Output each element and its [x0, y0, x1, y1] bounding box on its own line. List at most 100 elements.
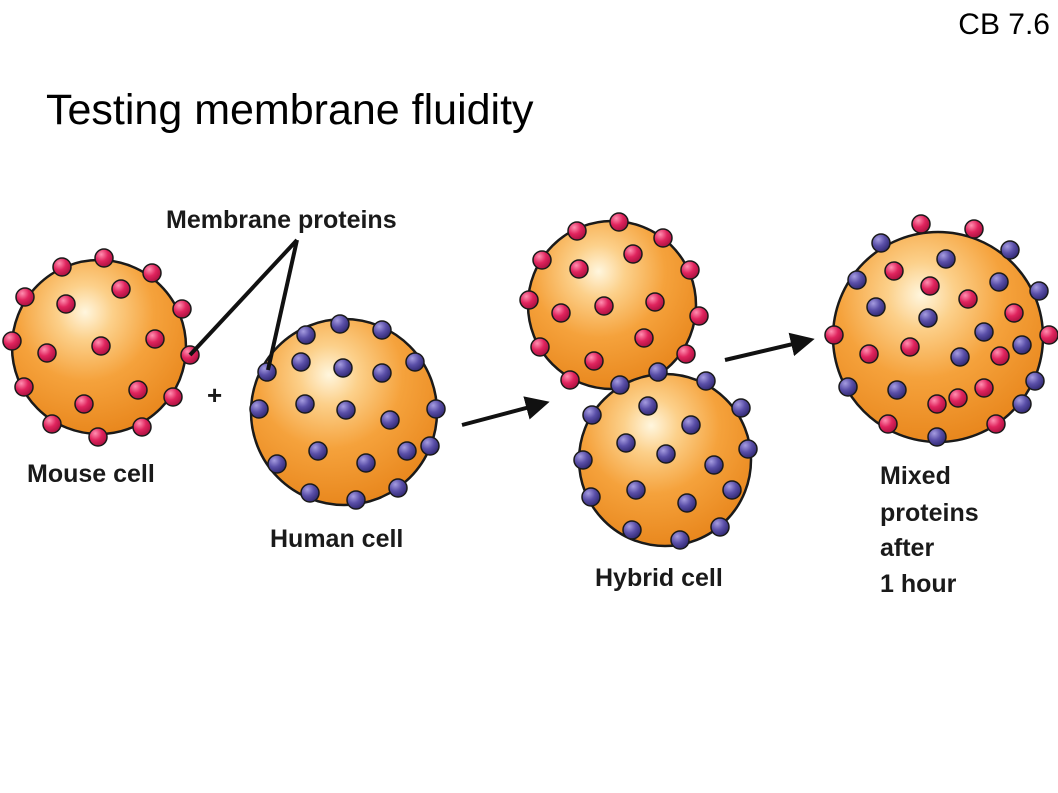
mouse-protein [878, 414, 898, 434]
mouse-protein [569, 259, 589, 279]
slide-reference: CB 7.6 [958, 8, 1050, 41]
human-protein [267, 454, 287, 474]
human-protein [336, 400, 356, 420]
mouse-protein [2, 331, 22, 351]
human-protein [927, 427, 947, 447]
human-protein [871, 233, 891, 253]
mouse-protein [900, 337, 920, 357]
human-protein [1025, 371, 1045, 391]
mouse-protein [128, 380, 148, 400]
human-protein [648, 362, 668, 382]
mouse-protein [584, 351, 604, 371]
mouse-protein [111, 279, 131, 299]
human-protein [738, 439, 758, 459]
mouse-protein [91, 336, 111, 356]
human-protein [677, 493, 697, 513]
mouse-protein [530, 337, 550, 357]
mouse-protein [689, 306, 709, 326]
slide-title: Testing membrane fluidity [46, 86, 534, 134]
leader-line-human [266, 239, 299, 371]
proteins-layer [2, 212, 1058, 550]
mouse-protein [172, 299, 192, 319]
human-protein [397, 441, 417, 461]
mouse-protein [56, 294, 76, 314]
arrow-to-hybrid [461, 396, 550, 427]
mouse-protein [859, 344, 879, 364]
human-protein [308, 441, 328, 461]
mouse-protein [911, 214, 931, 234]
human-protein [249, 399, 269, 419]
mouse-protein [145, 329, 165, 349]
human-protein [380, 410, 400, 430]
human-protein [420, 436, 440, 456]
human-protein [356, 453, 376, 473]
human-protein [681, 415, 701, 435]
mouse-protein [884, 261, 904, 281]
human-protein [626, 480, 646, 500]
mouse-protein [560, 370, 580, 390]
mouse-protein [824, 325, 844, 345]
human-protein [950, 347, 970, 367]
mouse-protein [609, 212, 629, 232]
human-protein [887, 380, 907, 400]
human-protein [610, 375, 630, 395]
mouse-protein [94, 248, 114, 268]
human-protein [638, 396, 658, 416]
label-mixed-line-2: proteins [880, 499, 979, 527]
human-protein [838, 377, 858, 397]
human-protein [257, 362, 277, 382]
mouse-protein [920, 276, 940, 296]
mouse-protein [958, 289, 978, 309]
label-mixed-line-3: after [880, 534, 934, 562]
mouse-protein [1004, 303, 1024, 323]
mouse-protein [14, 377, 34, 397]
human-protein [330, 314, 350, 334]
mouse-protein [132, 417, 152, 437]
human-protein [974, 322, 994, 342]
mouse-protein [52, 257, 72, 277]
human-protein [918, 308, 938, 328]
mouse-protein [986, 414, 1006, 434]
human-protein [333, 358, 353, 378]
mouse-protein [142, 263, 162, 283]
human-protein [847, 270, 867, 290]
mouse-protein [645, 292, 665, 312]
mouse-protein [680, 260, 700, 280]
human-protein [300, 483, 320, 503]
human-protein [622, 520, 642, 540]
label-hybrid-cell: Hybrid cell [595, 564, 723, 592]
mouse-protein [964, 219, 984, 239]
label-human-cell: Human cell [270, 525, 403, 553]
human-protein [405, 352, 425, 372]
label-membrane-proteins: Membrane proteins [166, 206, 397, 234]
mouse-protein [676, 344, 696, 364]
mouse-protein [974, 378, 994, 398]
human-protein [426, 399, 446, 419]
human-protein [372, 320, 392, 340]
human-protein [710, 517, 730, 537]
human-protein [936, 249, 956, 269]
human-protein [656, 444, 676, 464]
mouse-protein [42, 414, 62, 434]
mouse-protein [990, 346, 1010, 366]
human-protein [989, 272, 1009, 292]
mouse-protein [623, 244, 643, 264]
human-protein [346, 490, 366, 510]
human-protein [866, 297, 886, 317]
human-protein [616, 433, 636, 453]
human-protein [704, 455, 724, 475]
mouse-protein [1039, 325, 1058, 345]
human-protein [296, 325, 316, 345]
human-protein [1000, 240, 1020, 260]
human-protein [582, 405, 602, 425]
mouse-protein [948, 388, 968, 408]
mouse-protein [519, 290, 539, 310]
mouse-protein [551, 303, 571, 323]
label-mixed-line-4: 1 hour [880, 570, 957, 598]
human-protein [1029, 281, 1049, 301]
human-protein [731, 398, 751, 418]
leader-line-mouse [188, 238, 299, 357]
plus-sign: + [207, 380, 222, 410]
mouse-protein [15, 287, 35, 307]
